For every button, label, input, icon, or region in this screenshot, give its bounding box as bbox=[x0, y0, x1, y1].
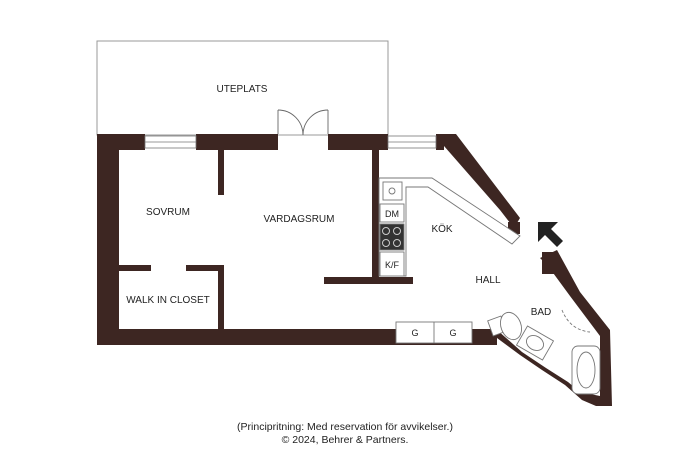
label-dm: DM bbox=[385, 209, 399, 219]
label-bad: BAD bbox=[531, 307, 552, 318]
caption-copyright: © 2024, Behrer & Partners. bbox=[281, 434, 409, 446]
caption-disclaimer: (Principritning: Med reservation för avv… bbox=[237, 421, 453, 433]
label-kok: KÖK bbox=[431, 223, 452, 235]
label-hall: HALL bbox=[475, 275, 500, 286]
exterior-walls bbox=[97, 134, 612, 406]
terrace-area bbox=[96, 40, 389, 136]
kitchen-counter bbox=[378, 177, 521, 277]
window-left bbox=[144, 135, 197, 149]
label-vardagsrum: VARDAGSRUM bbox=[264, 214, 335, 225]
label-walk-in-closet: WALK IN CLOSET bbox=[126, 295, 210, 306]
storage-units bbox=[395, 321, 473, 344]
stove-burners bbox=[382, 227, 401, 247]
label-kf: K/F bbox=[385, 260, 400, 270]
terrace-door bbox=[277, 109, 329, 136]
label-uteplats: UTEPLATS bbox=[217, 84, 268, 95]
bathroom-fixtures bbox=[487, 309, 601, 395]
interior-walls bbox=[119, 150, 556, 345]
label-storage-left: G bbox=[411, 328, 418, 338]
label-sovrum: SOVRUM bbox=[146, 207, 190, 218]
window-right bbox=[387, 135, 437, 149]
entrance-arrow-icon bbox=[538, 222, 563, 247]
label-storage-right: G bbox=[449, 328, 456, 338]
